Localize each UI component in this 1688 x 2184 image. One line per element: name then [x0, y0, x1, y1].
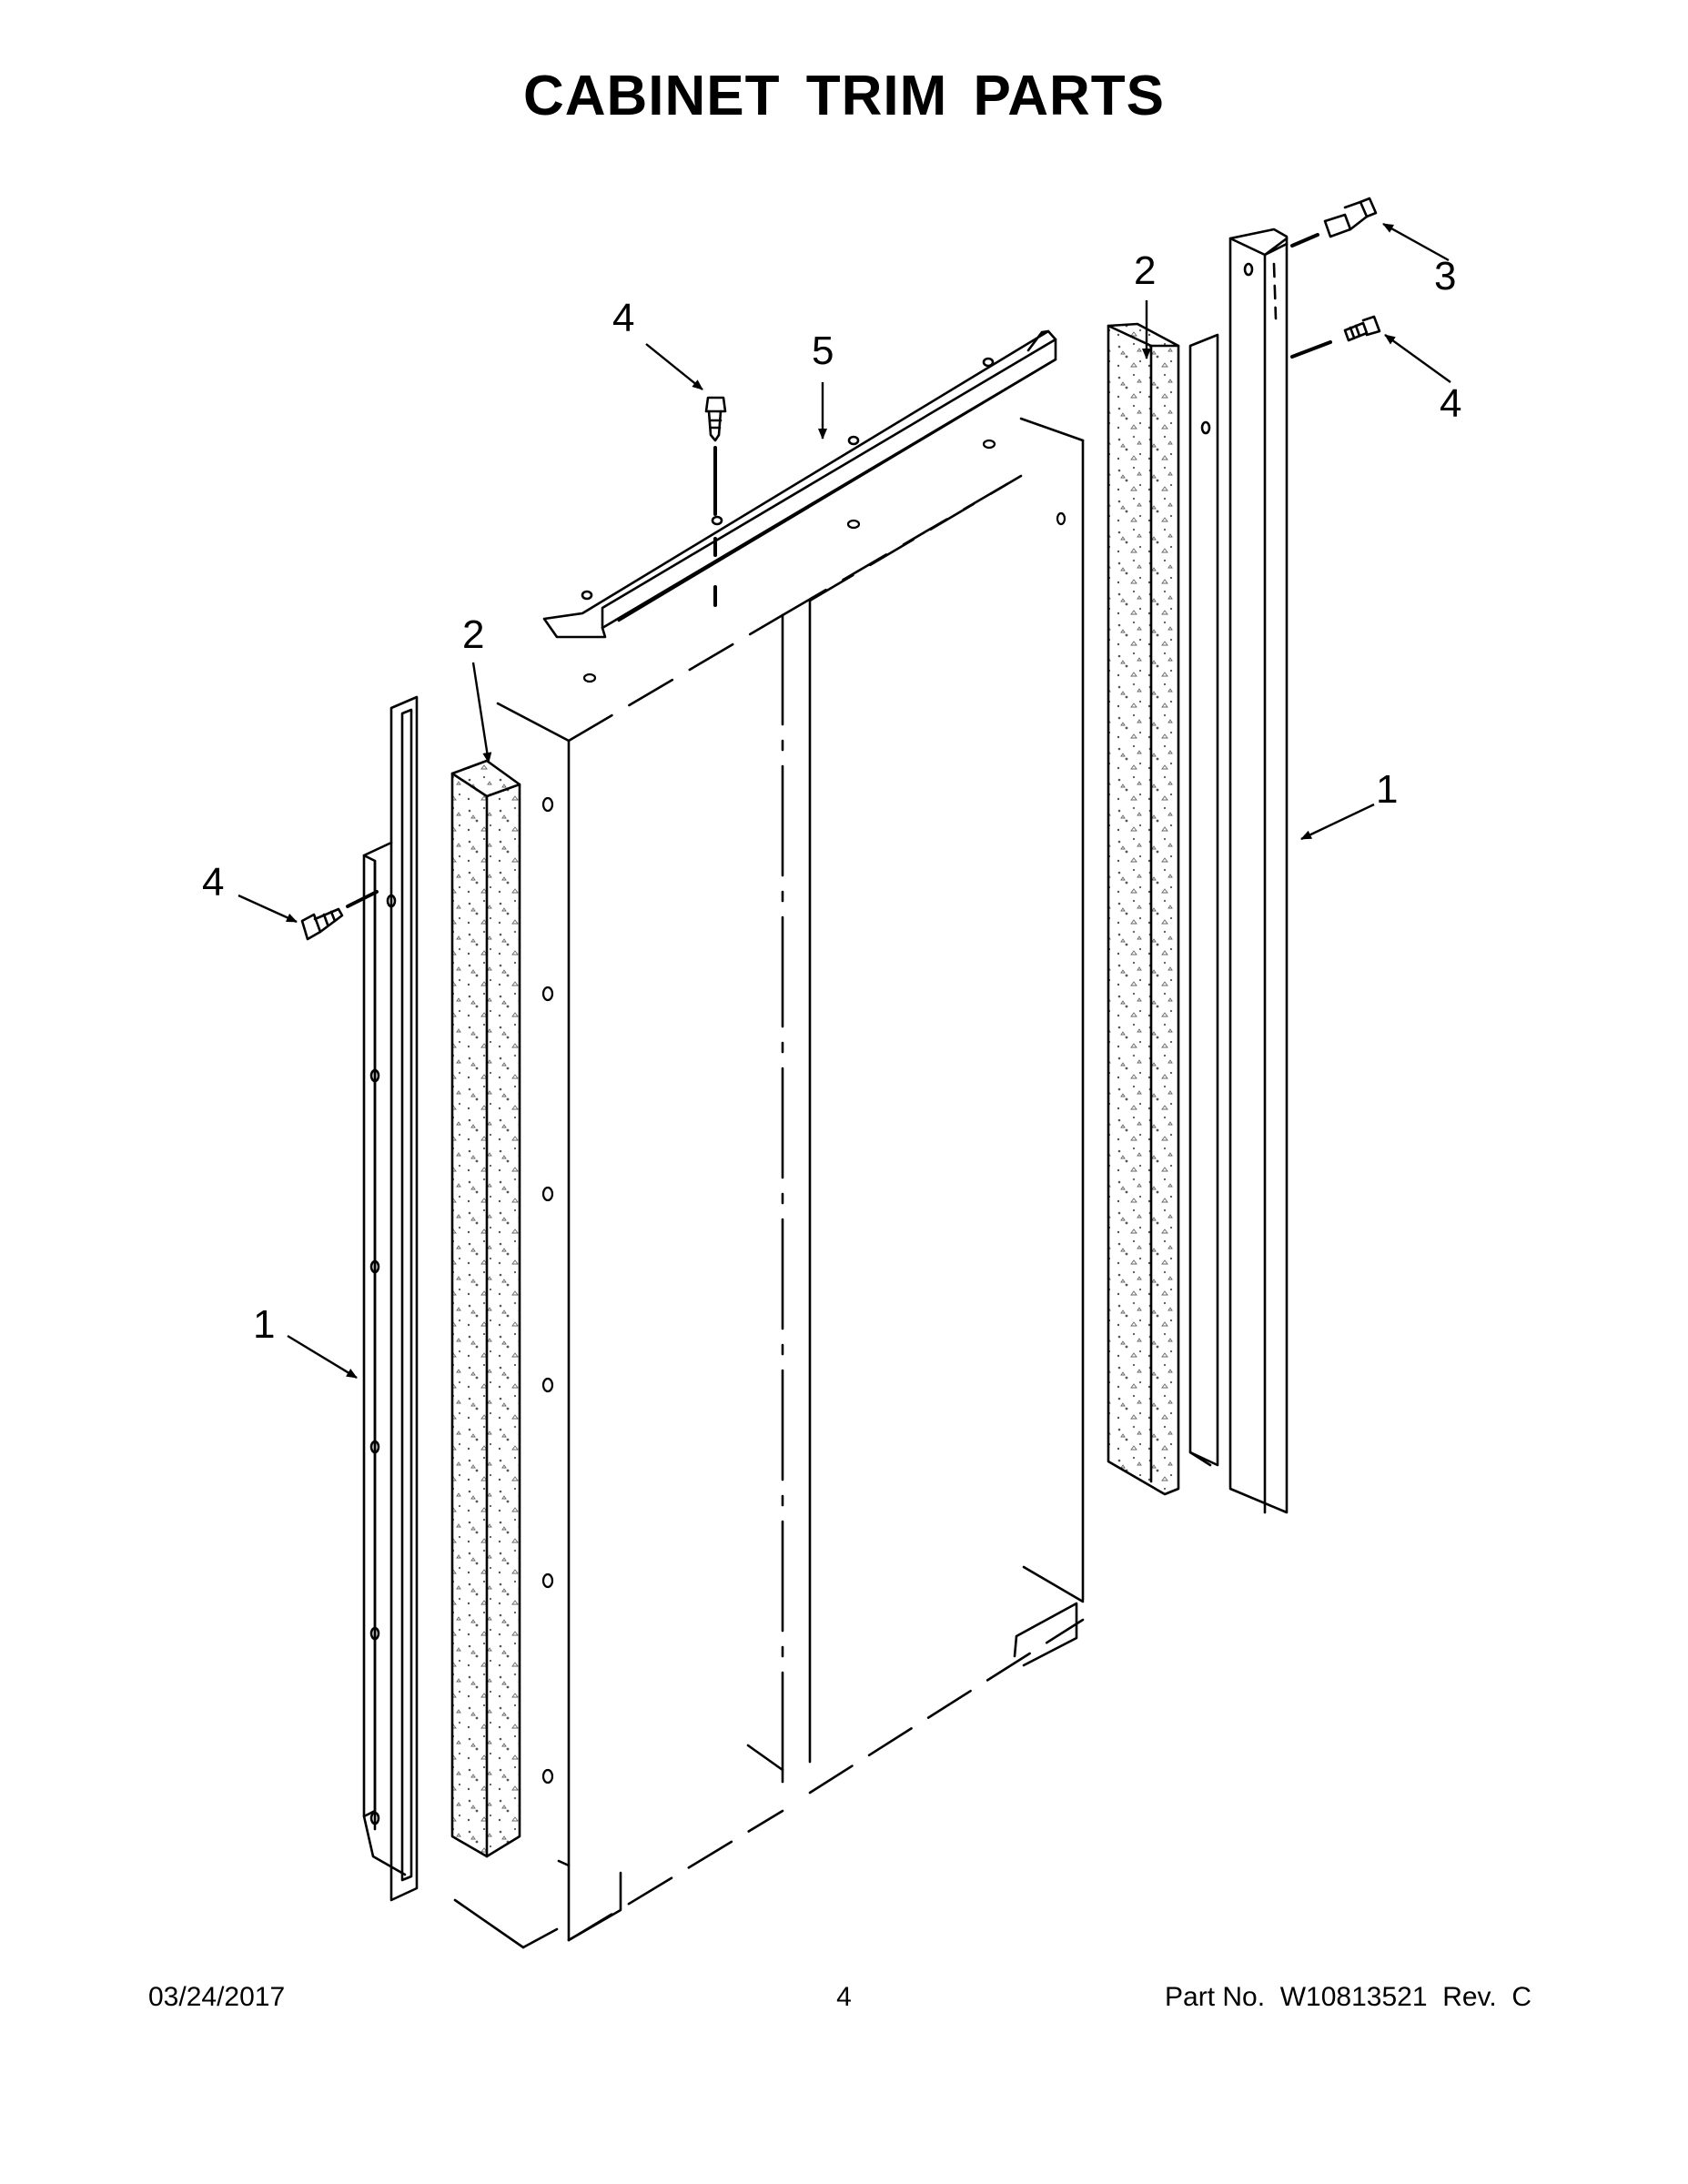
callout-2-right: 2 — [1134, 248, 1156, 293]
callout-2-left: 2 — [462, 612, 484, 657]
callout-5: 5 — [812, 329, 834, 373]
callout-labels: 4 5 2 4 1 2 3 4 1 — [202, 248, 1461, 1347]
side-trim-right — [1188, 228, 1289, 1514]
callout-4-left: 4 — [202, 860, 224, 905]
top-trim-rail — [542, 329, 1057, 639]
screw-right — [1290, 315, 1381, 359]
page-title: CABINET TRIM PARTS — [522, 65, 1166, 127]
footer-page-number: 4 — [836, 1982, 852, 2012]
callout-4-right: 4 — [1440, 381, 1461, 426]
foam-strip-left — [450, 759, 521, 1858]
footer-part-number: Part No. W10813521 Rev. C — [1165, 1982, 1531, 2012]
callout-1-left: 1 — [253, 1302, 275, 1347]
footer-date: 03/24/2017 — [148, 1982, 286, 2012]
side-trim-left — [362, 695, 419, 1902]
callout-1-right: 1 — [1376, 767, 1398, 812]
callout-arrows — [238, 222, 1451, 1380]
pin-part-3 — [1290, 197, 1378, 248]
screw-left — [300, 890, 379, 941]
cabinet-outline — [453, 417, 1085, 1949]
screw-top — [704, 396, 727, 607]
cabinet-holes — [541, 439, 1066, 1785]
callout-4-top: 4 — [612, 296, 634, 340]
callout-3: 3 — [1434, 254, 1456, 298]
foam-strip-right — [1107, 322, 1180, 1496]
